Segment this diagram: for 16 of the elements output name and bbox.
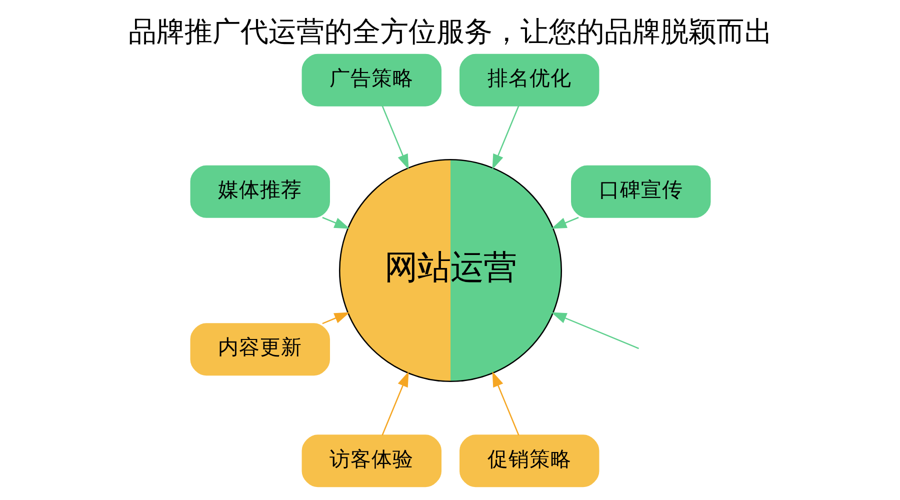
arrow	[550, 312, 638, 350]
arrow	[381, 106, 408, 170]
node-box: 口碑宣传	[570, 165, 710, 218]
arrow	[550, 216, 578, 229]
node-box: 内容更新	[190, 323, 330, 376]
node-box: 排名优化	[459, 54, 599, 106]
diagram-title: 品牌推广代运营的全方位服务，让您的品牌脱颖而出	[128, 15, 772, 48]
node-box: 媒体推荐	[190, 165, 330, 218]
node-box: 广告策略	[301, 54, 441, 106]
arrow	[322, 216, 350, 229]
node-box: 促销策略	[459, 434, 599, 488]
arrow	[492, 371, 519, 436]
arrow	[492, 106, 519, 170]
node-box: 访客体验	[301, 434, 441, 488]
arrow	[322, 312, 350, 324]
arrow	[381, 371, 408, 436]
